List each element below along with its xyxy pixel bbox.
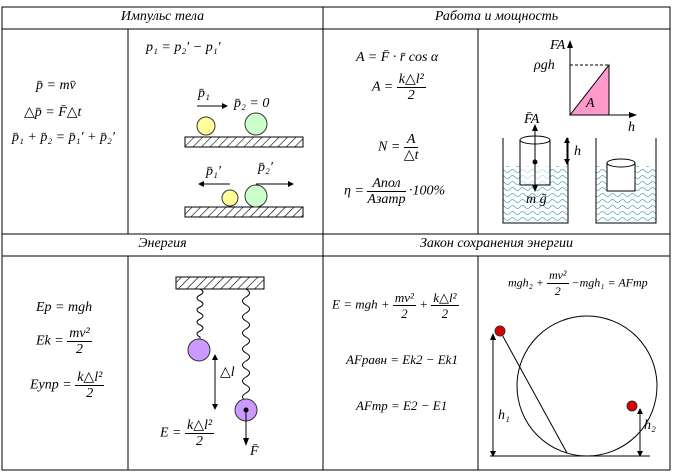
header-work: Работа и мощность	[434, 9, 559, 24]
formula-potential: Ep = mgh	[36, 300, 93, 315]
formula-momentum: p̄ = mv̄	[36, 78, 76, 93]
collision-diagram-after	[184, 181, 304, 218]
formula-p1: p₁ = p₂′ − p₁′	[146, 40, 221, 55]
header-energy: Энергия	[138, 236, 187, 251]
collision-diagram-before	[184, 103, 304, 148]
work-graph	[567, 40, 637, 118]
formula-power: N = A△t	[378, 132, 419, 163]
beaker-submerged	[502, 124, 570, 224]
label-force: F̄	[250, 444, 259, 459]
formula-work: A = F̄ · r̄ cos α	[356, 50, 439, 65]
label-h1: h₁	[498, 408, 510, 423]
header-impulse: Импульс тела	[120, 9, 205, 24]
label-p1-prime: p̄₁′	[206, 164, 221, 179]
loop-diagram	[490, 315, 658, 457]
beaker-floating	[595, 138, 657, 224]
formula-work-resultant: AFравн = Ek2 − Ek1	[346, 352, 458, 367]
label-p2-prime: p̄₂′	[258, 160, 273, 175]
header-conservation: Закон сохранения энергии	[419, 236, 574, 251]
graph-y-label: FA	[550, 38, 566, 53]
label-p2-zero: p̄₂ = 0	[234, 96, 270, 111]
formula-work-friction: AFтр = E2 − E1	[356, 398, 448, 413]
label-delta-l: △l	[220, 365, 235, 380]
label-p1: p̄₁	[198, 86, 210, 101]
formula-impulse: △p̄ = F̄△t	[24, 105, 82, 120]
label-gravity: m ḡ	[526, 192, 547, 207]
label-archimedes-force: F̄A	[524, 112, 540, 127]
graph-x-label: h	[628, 120, 635, 135]
label-h2: h₂	[644, 418, 656, 433]
graph-area-label: A	[586, 96, 595, 111]
graph-rho-label: ρgh	[534, 58, 555, 73]
spring-diagram	[175, 276, 265, 446]
formula-conservation: p̄₁ + p̄₂ = p̄₁′ + p̄₂′	[12, 130, 115, 145]
label-depth: h	[574, 144, 581, 159]
